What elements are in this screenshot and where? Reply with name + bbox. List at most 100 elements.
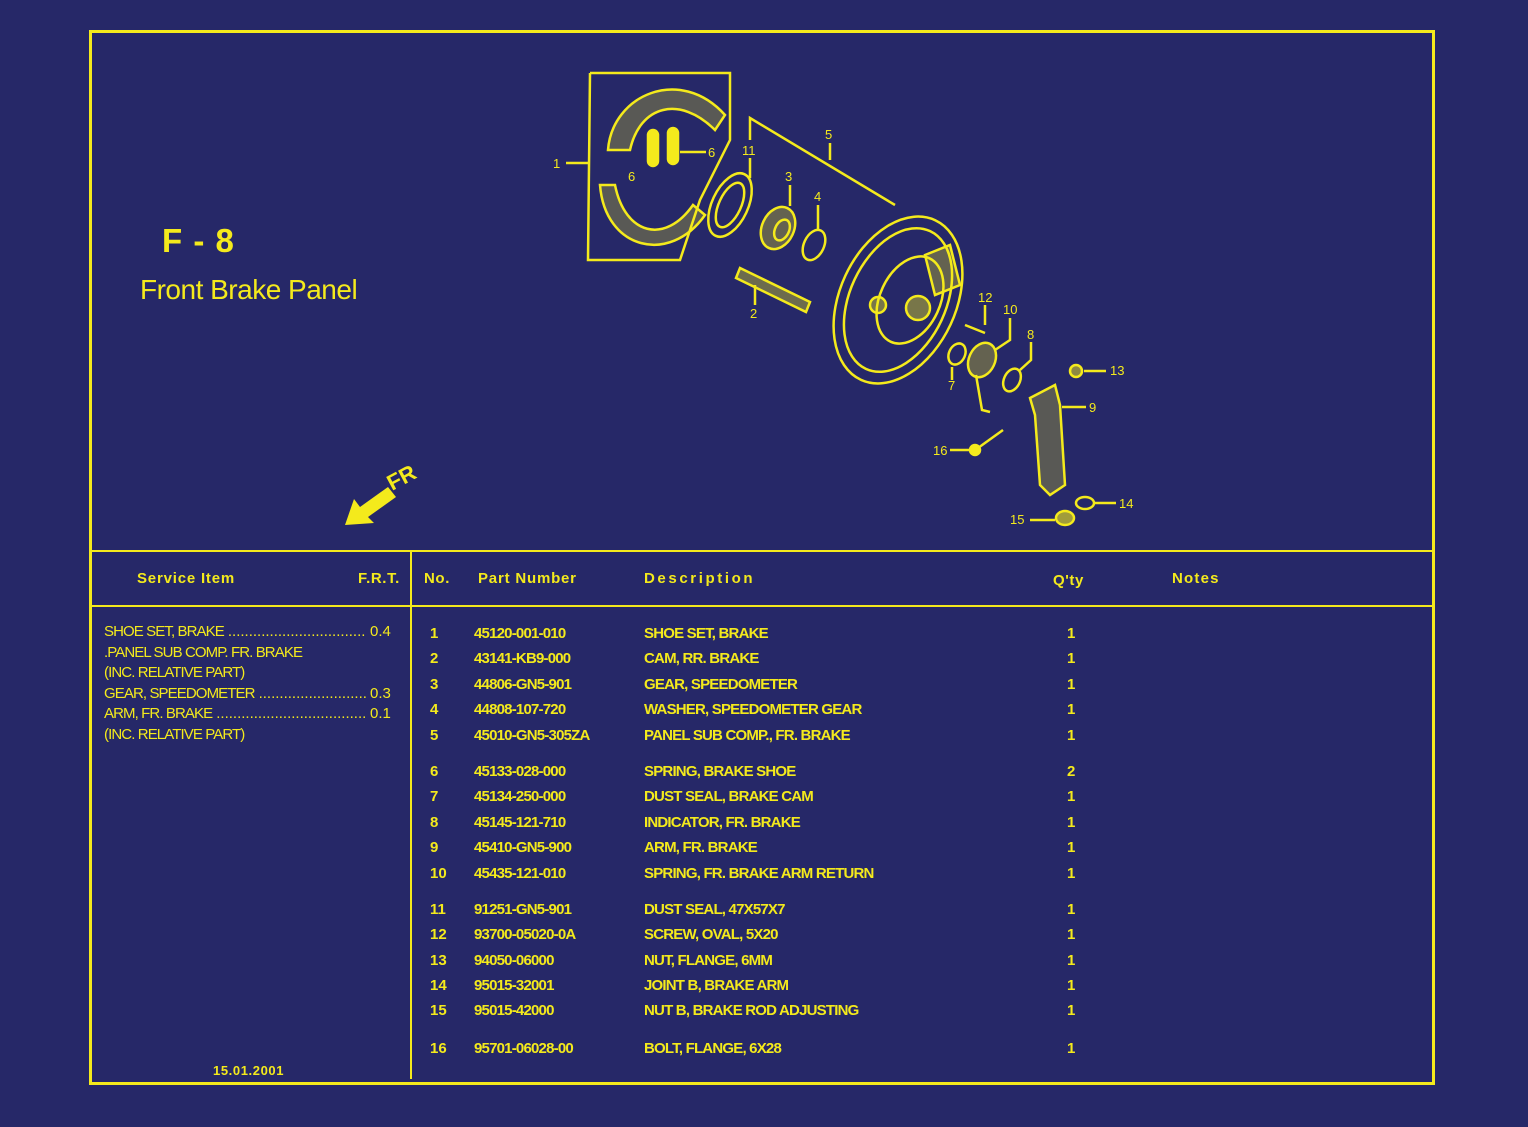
part-description: DUST SEAL, BRAKE CAM [644,788,814,805]
svg-text:12: 12 [978,290,992,305]
part-no: 7 [430,788,439,805]
part-no: 15 [430,1002,447,1019]
service-item-frt: 0.3 [370,684,391,702]
part-number: 43141-KB9-000 [474,650,571,667]
service-item: GEAR, SPEEDOMETER ......................… [104,684,394,705]
service-item-name: ARM, FR. BRAKE [104,705,213,722]
part-no: 13 [430,952,447,969]
service-item-frt: 0.4 [370,623,391,640]
part-qty: 1 [1067,839,1075,856]
page-title: Front Brake Panel [140,274,358,305]
svg-text:15: 15 [1010,512,1024,527]
part-description: INDICATOR, FR. BRAKE [644,814,801,831]
svg-text:2: 2 [750,306,757,321]
part-description: GEAR, SPEEDOMETER [644,676,798,693]
front-direction-arrow-icon: FR [345,465,420,525]
svg-text:7: 7 [948,378,955,393]
part-no: 11 [430,901,446,918]
part-number: 95701-06028-00 [474,1040,574,1057]
part-description: SPRING, BRAKE SHOE [644,763,796,780]
revision-date: 15.01.2001 [213,1063,285,1078]
part-number: 91251-GN5-901 [474,901,572,918]
svg-text:6: 6 [708,145,715,160]
part-qty: 2 [1067,763,1075,780]
part-qty: 1 [1067,926,1075,943]
service-item-frt: 0.1 [370,705,391,722]
divider-service-parts [410,552,412,1079]
svg-text:16: 16 [933,443,947,458]
part-number: 93700-05020-0A [474,926,576,943]
svg-text:14: 14 [1119,496,1133,511]
service-items-list: SHOE SET, BRAKE ........................… [104,622,394,745]
part-description: ARM, FR. BRAKE [644,839,758,856]
svg-text:9: 9 [1089,400,1096,415]
header-no: No. [424,570,450,587]
part-qty: 1 [1067,977,1075,994]
part-no: 14 [430,977,447,994]
part-number: 45134-250-000 [474,788,566,805]
part-no: 2 [430,650,439,667]
part-qty: 1 [1067,701,1075,718]
svg-text:11: 11 [742,143,756,158]
leader-dots: ........................................… [227,623,366,640]
leader-dots: ........................................… [216,705,366,722]
part-no: 8 [430,814,439,831]
part-description: SCREW, OVAL, 5X20 [644,926,778,943]
service-item-name: .PANEL SUB COMP. FR. BRAKE [104,643,303,661]
part-no: 4 [430,701,439,718]
part-qty: 1 [1067,901,1075,918]
part-description: SPRING, FR. BRAKE ARM RETURN [644,865,874,882]
part-description: SHOE SET, BRAKE [644,625,769,642]
part-description: JOINT B, BRAKE ARM [644,977,789,994]
part-no: 5 [430,727,439,744]
part-no: 6 [430,763,439,780]
part-number: 45133-028-000 [474,763,566,780]
part-qty: 1 [1067,1040,1075,1057]
parts-sheet-frame [89,30,1435,1085]
leader-dots: ........................................… [258,684,366,702]
svg-text:13: 13 [1110,363,1124,378]
service-item: (INC. RELATIVE PART) [104,725,394,746]
part-number: 45010-GN5-305ZA [474,727,590,744]
part-qty: 1 [1067,727,1075,744]
part-no: 9 [430,839,439,856]
part-description: PANEL SUB COMP., FR. BRAKE [644,727,851,744]
svg-text:6: 6 [628,169,635,184]
svg-text:4: 4 [814,189,821,204]
header-frt: F.R.T. [358,570,400,587]
part-qty: 1 [1067,650,1075,667]
svg-text:3: 3 [785,169,792,184]
svg-text:5: 5 [825,127,832,142]
part-number: 45410-GN5-900 [474,839,572,856]
divider-header-row [92,605,1432,607]
part-no: 1 [430,625,439,642]
part-qty: 1 [1067,1002,1075,1019]
part-no: 3 [430,676,439,693]
header-description: Description [644,570,756,587]
part-qty: 1 [1067,676,1075,693]
part-description: BOLT, FLANGE, 6X28 [644,1040,782,1057]
part-no: 12 [430,926,447,943]
header-notes: Notes [1172,570,1220,587]
part-qty: 1 [1067,865,1075,882]
service-item-name: (INC. RELATIVE PART) [104,725,245,743]
service-item: (INC. RELATIVE PART) [104,663,394,684]
part-no: 16 [430,1040,447,1057]
part-qty: 1 [1067,952,1075,969]
exploded-parts-diagram: 1 6 6 11 3 4 2 5 12 7 10 8 13 9 [553,71,1133,527]
part-number: 44808-107-720 [474,701,566,718]
part-qty: 1 [1067,814,1075,831]
svg-text:10: 10 [1003,302,1017,317]
part-description: NUT B, BRAKE ROD ADJUSTING [644,1002,859,1019]
service-item-name: (INC. RELATIVE PART) [104,664,245,681]
divider-diagram-table [92,550,1432,552]
section-code: F - 8 [162,222,235,259]
header-qty: Q'ty [1053,572,1084,589]
part-number: 44806-GN5-901 [474,676,572,693]
part-description: WASHER, SPEEDOMETER GEAR [644,701,862,718]
part-number: 45435-121-010 [474,865,566,882]
part-description: CAM, RR. BRAKE [644,650,759,667]
part-description: NUT, FLANGE, 6MM [644,952,773,969]
svg-text:8: 8 [1027,327,1034,342]
service-item-name: SHOE SET, BRAKE [104,623,225,640]
